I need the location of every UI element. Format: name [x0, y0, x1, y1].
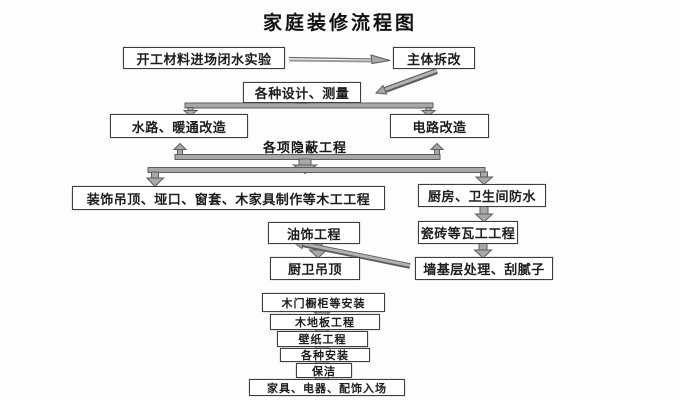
arrow-demolition-to-design-icon [374, 68, 439, 95]
node-demolition: 主体拆改 [393, 47, 475, 69]
node-start: 开工材料进场闭水实验 [123, 47, 285, 69]
node-water-heating: 水路、暖通改造 [110, 114, 248, 138]
node-wallpaper: 壁纸工程 [277, 331, 368, 347]
node-electric: 电路改造 [390, 114, 489, 138]
node-tile: 瓷砖等瓦工工程 [418, 221, 518, 244]
node-various-install: 各种安装 [280, 348, 370, 362]
page-title: 家庭装修流程图 [262, 13, 417, 34]
node-furniture: 家具、电器、配饰入场 [249, 379, 405, 396]
node-cleaning: 保洁 [296, 363, 352, 378]
node-wall-base: 墙基层处理、刮腻子 [415, 257, 553, 280]
node-design: 各种设计、测量 [243, 82, 361, 103]
node-kb-ceiling: 厨卫吊顶 [270, 257, 360, 280]
connector-hidden-works-split [145, 167, 494, 188]
node-wood-floor: 木地板工程 [270, 314, 380, 330]
node-carpentry: 装饰吊顶、垭口、窗套、木家具制作等木工工程 [72, 186, 385, 210]
node-waterproof: 厨房、卫生间防水 [418, 184, 546, 207]
arrow-start-to-demolition-icon [288, 54, 391, 65]
node-paint: 油饰工程 [268, 222, 360, 244]
node-doors-cabinets: 木门橱柜等安装 [262, 293, 385, 312]
label-hidden-works: 各项隐蔽工程 [262, 140, 347, 155]
